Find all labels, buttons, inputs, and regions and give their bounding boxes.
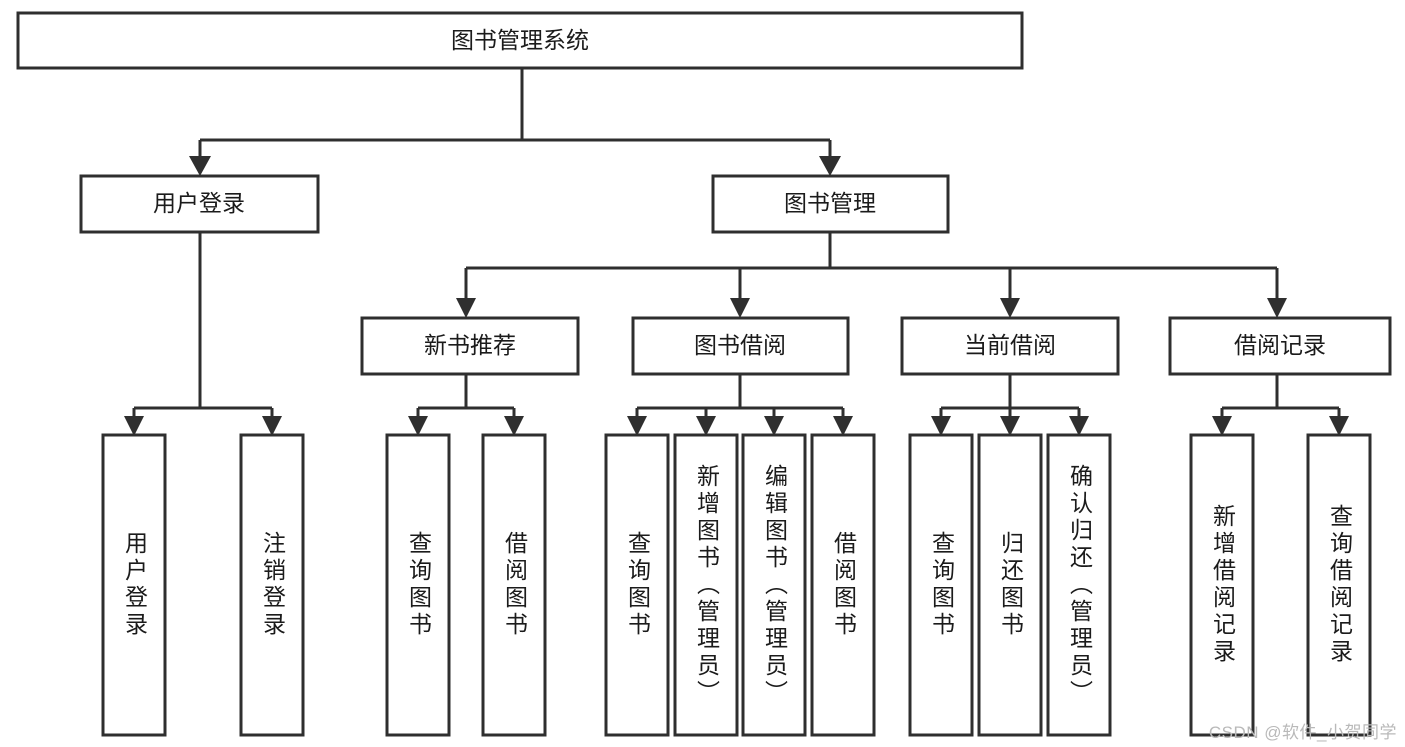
- arrow-to-book-mgmt: [819, 156, 841, 176]
- label-book-borrow: 图书借阅: [694, 332, 786, 358]
- arrow-leaf-user-login: [124, 416, 144, 436]
- node-leaf-return-book[interactable]: [977, 433, 1043, 737]
- label-leaf-return-book: 归还图书: [997, 531, 1024, 639]
- node-book-management[interactable]: [711, 174, 950, 234]
- node-leaf-confirm-return[interactable]: [1046, 433, 1112, 737]
- watermark: CSDN @软件_小贺同学: [1208, 723, 1397, 742]
- node-book-borrow[interactable]: [631, 316, 850, 376]
- label-book-management: 图书管理: [784, 190, 876, 216]
- arrow-records-leaf2: [1329, 416, 1349, 436]
- arrow-to-borrow: [730, 298, 750, 318]
- label-leaf-edit-book: 编辑图书（管理员）: [761, 463, 788, 707]
- arrow-borrow-leaf2: [696, 416, 716, 436]
- label-root: 图书管理系统: [451, 27, 589, 53]
- label-current-borrow: 当前借阅: [964, 332, 1056, 358]
- label-leaf-query-record: 查询借阅记录: [1326, 504, 1353, 666]
- node-leaf-query-record[interactable]: [1306, 433, 1372, 737]
- node-current-borrow[interactable]: [900, 316, 1120, 376]
- arrow-current-leaf3: [1069, 416, 1089, 436]
- label-leaf-query-book-3: 查询图书: [928, 531, 955, 639]
- arrow-newbook-leaf2: [504, 416, 524, 436]
- arrow-to-current: [1000, 298, 1020, 318]
- node-leaf-borrow-book-2[interactable]: [810, 433, 876, 737]
- node-leaf-query-book-3[interactable]: [908, 433, 974, 737]
- arrow-borrow-leaf4: [833, 416, 853, 436]
- node-new-book-recommend[interactable]: [360, 316, 580, 376]
- node-leaf-edit-book[interactable]: [741, 433, 807, 737]
- label-leaf-borrow-book-1: 借阅图书: [501, 531, 528, 639]
- arrow-newbook-leaf1: [408, 416, 428, 436]
- node-leaf-query-book-2[interactable]: [604, 433, 670, 737]
- node-layer: [16, 11, 1392, 737]
- label-leaf-borrow-book-2: 借阅图书: [830, 531, 857, 639]
- label-leaf-user-login: 用户登录: [121, 531, 148, 639]
- arrow-current-leaf1: [931, 416, 951, 436]
- arrow-to-records: [1267, 298, 1287, 318]
- arrow-borrow-leaf1: [627, 416, 647, 436]
- label-user-login: 用户登录: [153, 190, 245, 216]
- arrow-borrow-leaf3: [764, 416, 784, 436]
- label-new-book-recommend: 新书推荐: [424, 332, 516, 358]
- label-leaf-add-record: 新增借阅记录: [1209, 504, 1236, 666]
- arrow-leaf-logout: [262, 416, 282, 436]
- node-borrow-records[interactable]: [1168, 316, 1392, 376]
- connector-layer: [124, 68, 1349, 436]
- label-leaf-confirm-return: 确认归还（管理员）: [1066, 463, 1093, 707]
- arrow-current-leaf2: [1000, 416, 1020, 436]
- horizontal-label-layer: 图书管理系统 用户登录 图书管理 新书推荐 图书借阅 当前借阅 借阅记录: [153, 27, 1326, 358]
- node-leaf-user-login[interactable]: [101, 433, 167, 737]
- node-user-login[interactable]: [79, 174, 320, 234]
- node-leaf-add-book[interactable]: [673, 433, 739, 737]
- label-leaf-add-book: 新增图书（管理员）: [693, 463, 720, 707]
- label-leaf-query-book-2: 查询图书: [624, 531, 651, 639]
- label-leaf-query-book-1: 查询图书: [405, 531, 432, 639]
- node-leaf-add-record[interactable]: [1189, 433, 1255, 737]
- node-leaf-query-book-1[interactable]: [385, 433, 451, 737]
- node-root[interactable]: [16, 11, 1024, 70]
- arrow-records-leaf1: [1212, 416, 1232, 436]
- node-leaf-logout[interactable]: [239, 433, 305, 737]
- node-leaf-borrow-book-1[interactable]: [481, 433, 547, 737]
- label-leaf-logout: 注销登录: [259, 531, 286, 639]
- label-borrow-records: 借阅记录: [1234, 332, 1326, 358]
- arrow-to-new-book: [456, 298, 476, 318]
- arrow-to-user-login: [189, 156, 211, 176]
